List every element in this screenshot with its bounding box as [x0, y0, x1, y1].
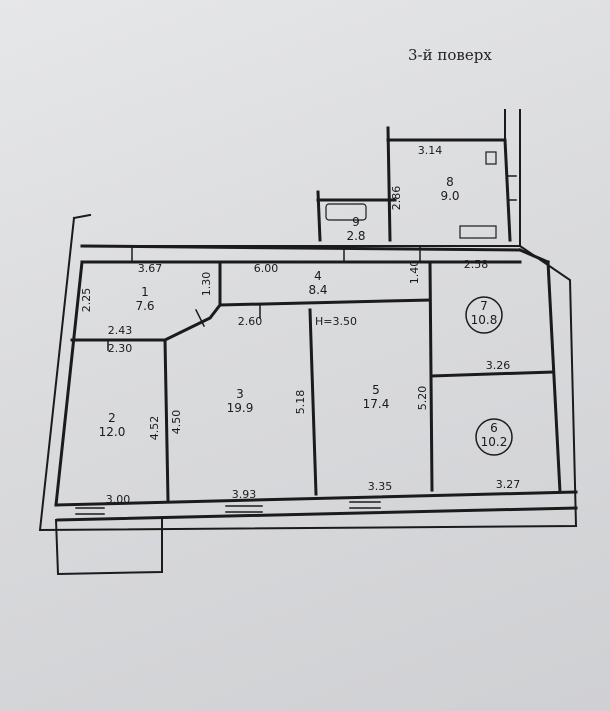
dim-label: 1.40 [408, 260, 421, 285]
room4-area: 8.4 [308, 283, 327, 297]
room2-number: 2 [108, 411, 116, 425]
room5-area: 17.4 [363, 397, 390, 411]
dim-label: 2.25 [80, 288, 93, 313]
partition-7-6 [430, 370, 554, 378]
room9-area: 2.8 [346, 229, 365, 243]
room1-area: 7.6 [135, 299, 154, 313]
dim-label: H=3.50 [315, 315, 357, 328]
dim-label: 3.27 [496, 478, 521, 491]
outer-wall [38, 109, 578, 532]
dim-label: 3.67 [138, 262, 163, 275]
room7-area: 10.8 [471, 313, 498, 327]
room3-area: 19.9 [227, 401, 254, 415]
doors [107, 245, 421, 351]
room6-number: 6 [490, 421, 498, 435]
room4-number: 4 [314, 269, 322, 283]
room7-circle [465, 296, 503, 334]
partition-4-bottom [218, 298, 432, 307]
partition-3-5 [308, 308, 318, 496]
dim-label: 5.18 [294, 390, 307, 415]
sink [485, 151, 497, 165]
upper-left-wall [72, 213, 521, 247]
room1-number: 1 [141, 285, 149, 299]
bay-diag [518, 248, 550, 264]
left-wall [54, 260, 84, 507]
dim-label: 3.26 [486, 359, 511, 372]
dim-label: 2.58 [464, 258, 489, 271]
right-wall [546, 260, 562, 494]
stove [459, 225, 497, 239]
dim-label: 4.50 [170, 410, 183, 435]
room7-number: 7 [480, 299, 488, 313]
room6-area: 10.2 [481, 435, 508, 449]
room8-area: 9.0 [440, 189, 459, 203]
dim-label: 2.60 [238, 315, 263, 328]
dim-label: 2.43 [108, 324, 133, 337]
dim-label: 3.35 [368, 480, 393, 493]
dim-label: 4.52 [148, 416, 161, 441]
room5-number: 5 [372, 383, 380, 397]
dim-label: 3.14 [418, 144, 443, 157]
bottom-annex [54, 518, 163, 576]
dim-label: 3.00 [106, 493, 131, 506]
dim-label: 6.00 [254, 262, 279, 275]
dim-label: 2.30 [108, 342, 133, 355]
floor-title: 3-й поверх [408, 46, 492, 64]
room9-walls [316, 190, 397, 242]
room8-number: 8 [446, 175, 454, 189]
room6-circle [475, 418, 513, 456]
dim-label: 2.86 [390, 186, 403, 211]
bathtub [325, 203, 367, 221]
windows [75, 175, 517, 515]
room9-number: 9 [352, 215, 360, 229]
bottom-wall [54, 490, 578, 522]
dim-label: 3.93 [232, 488, 257, 501]
partition-hall-diag [162, 302, 223, 343]
room2-area: 12.0 [99, 425, 126, 439]
partition-2-3 [163, 338, 170, 502]
dim-label: 5.20 [416, 386, 429, 411]
top-corridor-wall [80, 244, 522, 264]
dim-label: 1.30 [200, 272, 213, 297]
room3-number: 3 [236, 387, 244, 401]
